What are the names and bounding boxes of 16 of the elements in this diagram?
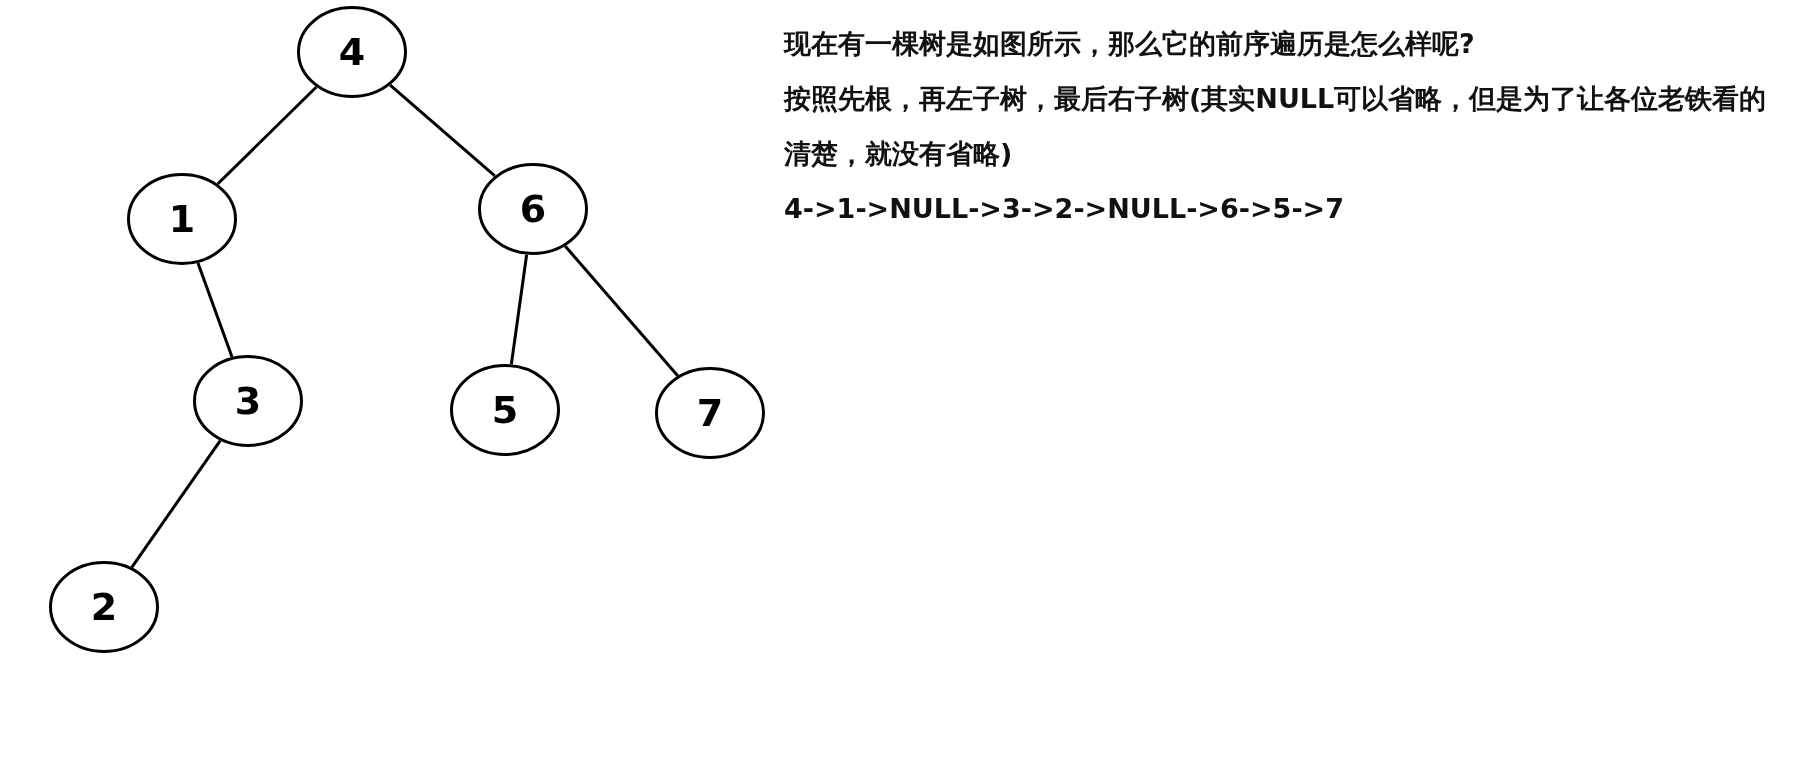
node-value: 3: [234, 379, 262, 423]
tree-edge: [564, 245, 679, 377]
tree-edge: [196, 262, 234, 358]
explanation-text: 4->1->NULL->3->2->NULL->6->5->7: [784, 192, 1345, 226]
tree-edge: [509, 254, 529, 365]
node-value: 6: [519, 187, 547, 231]
node-value: 2: [90, 585, 118, 629]
tree-edge: [389, 84, 496, 177]
explanation-text: 按照先根，再左子树，最后右子树(其实NULL可以省略，但是为了让各位老铁看的清楚，就没有省略): [784, 82, 1768, 171]
node-value: 7: [696, 391, 724, 435]
explanation-text: 现在有一棵树是如图所示，那么它的前序遍历是怎么样呢?: [784, 27, 1476, 61]
node-value: 1: [168, 197, 196, 241]
tree-edge: [130, 439, 222, 569]
node-value: 4: [338, 30, 366, 74]
node-value: 5: [491, 388, 519, 432]
tree-edge: [216, 85, 318, 186]
